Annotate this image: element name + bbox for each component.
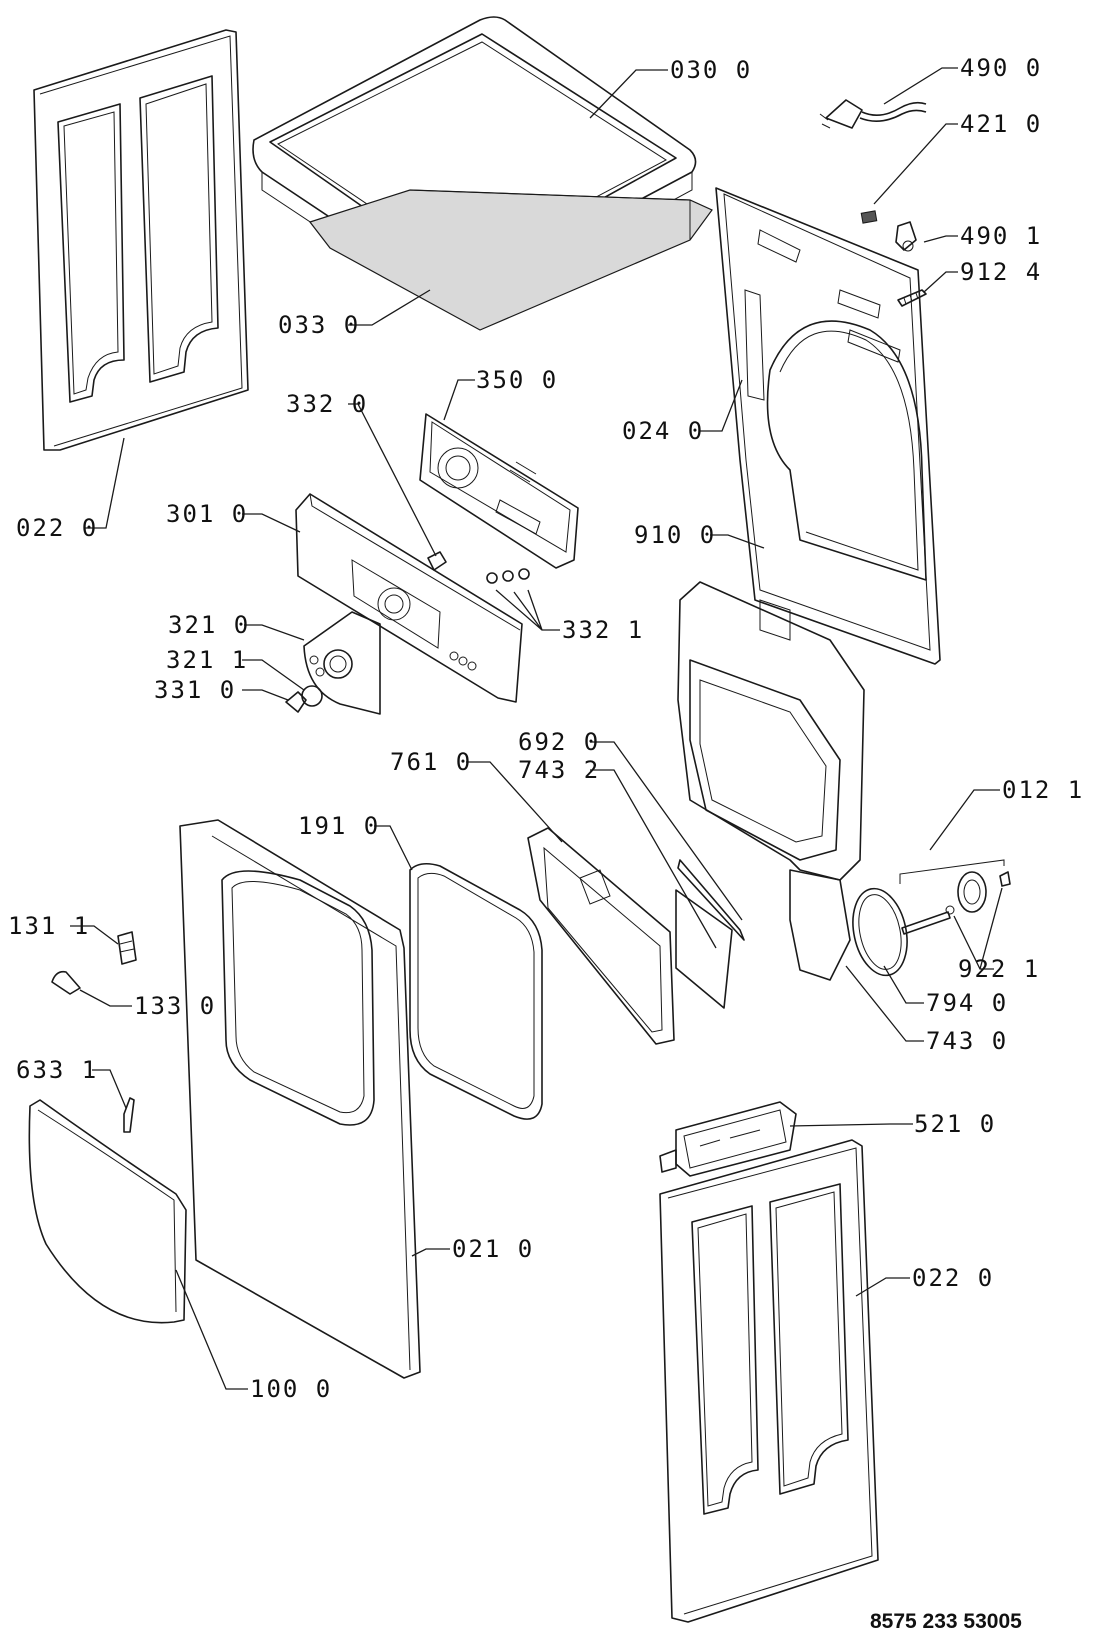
cover-underplate: [309, 189, 713, 331]
callout-012-1: 012 1: [1002, 776, 1084, 804]
rear-drum-support: [677, 581, 865, 981]
callout-490-1: 490 1: [960, 222, 1042, 250]
callout-033-0: 033 0: [278, 311, 360, 339]
electronic-module: [659, 1101, 797, 1177]
knobs-and-buttons: [427, 551, 530, 584]
callout-022-0-bottom: 022 0: [912, 1264, 994, 1292]
seals: [675, 859, 745, 1009]
door: [28, 1099, 187, 1324]
callout-301-0: 301 0: [166, 500, 248, 528]
display-inlay: [285, 611, 381, 715]
callout-321-1: 321 1: [166, 646, 248, 674]
callout-912-4: 912 4: [960, 258, 1042, 286]
callout-421-0: 421 0: [960, 110, 1042, 138]
callout-022-0-top: 022 0: [16, 514, 98, 542]
callout-332-0: 332 0: [286, 390, 368, 418]
callout-131-1: 131 1: [8, 912, 90, 940]
bearing-assembly: [852, 859, 1011, 977]
small-hardware-top-right: [860, 210, 927, 307]
control-fascia: [295, 493, 523, 703]
callout-692-0: 692 0: [518, 728, 600, 756]
rear-panel: [715, 187, 941, 665]
callout-321-0: 321 0: [168, 611, 250, 639]
callout-labels: 030 0 490 0 421 0 490 1 912 4 033 0 350 …: [8, 54, 1084, 1403]
callout-024-0: 024 0: [622, 417, 704, 445]
leader-lines: [70, 67, 1003, 1390]
callout-794-0: 794 0: [926, 989, 1008, 1017]
callout-743-0: 743 0: [926, 1027, 1008, 1055]
callout-490-0: 490 0: [960, 54, 1042, 82]
callout-030-0: 030 0: [670, 56, 752, 84]
document-number: 8575 233 53005: [870, 1610, 1022, 1633]
front-panel: [179, 819, 421, 1379]
callout-332-1: 332 1: [562, 616, 644, 644]
callout-743-2: 743 2: [518, 756, 600, 784]
callout-100-0: 100 0: [250, 1375, 332, 1403]
door-seal: [409, 862, 543, 1120]
callout-331-0: 331 0: [154, 676, 236, 704]
callout-910-0: 910 0: [634, 521, 716, 549]
door-hinge-and-latch: [51, 931, 137, 1133]
power-cord: [819, 99, 927, 129]
callout-191-0: 191 0: [298, 812, 380, 840]
callout-350-0: 350 0: [476, 366, 558, 394]
callout-021-0: 021 0: [452, 1235, 534, 1263]
filter-housing: [527, 827, 675, 1045]
side-panel-right: [659, 1139, 879, 1623]
callout-133-0: 133 0: [134, 992, 216, 1020]
callout-922-1: 922 1: [958, 955, 1040, 983]
callout-521-0: 521 0: [914, 1110, 996, 1138]
side-panel-left: [33, 29, 249, 451]
callout-633-1: 633 1: [16, 1056, 98, 1084]
callout-761-0: 761 0: [390, 748, 472, 776]
control-pcb: [419, 413, 579, 569]
